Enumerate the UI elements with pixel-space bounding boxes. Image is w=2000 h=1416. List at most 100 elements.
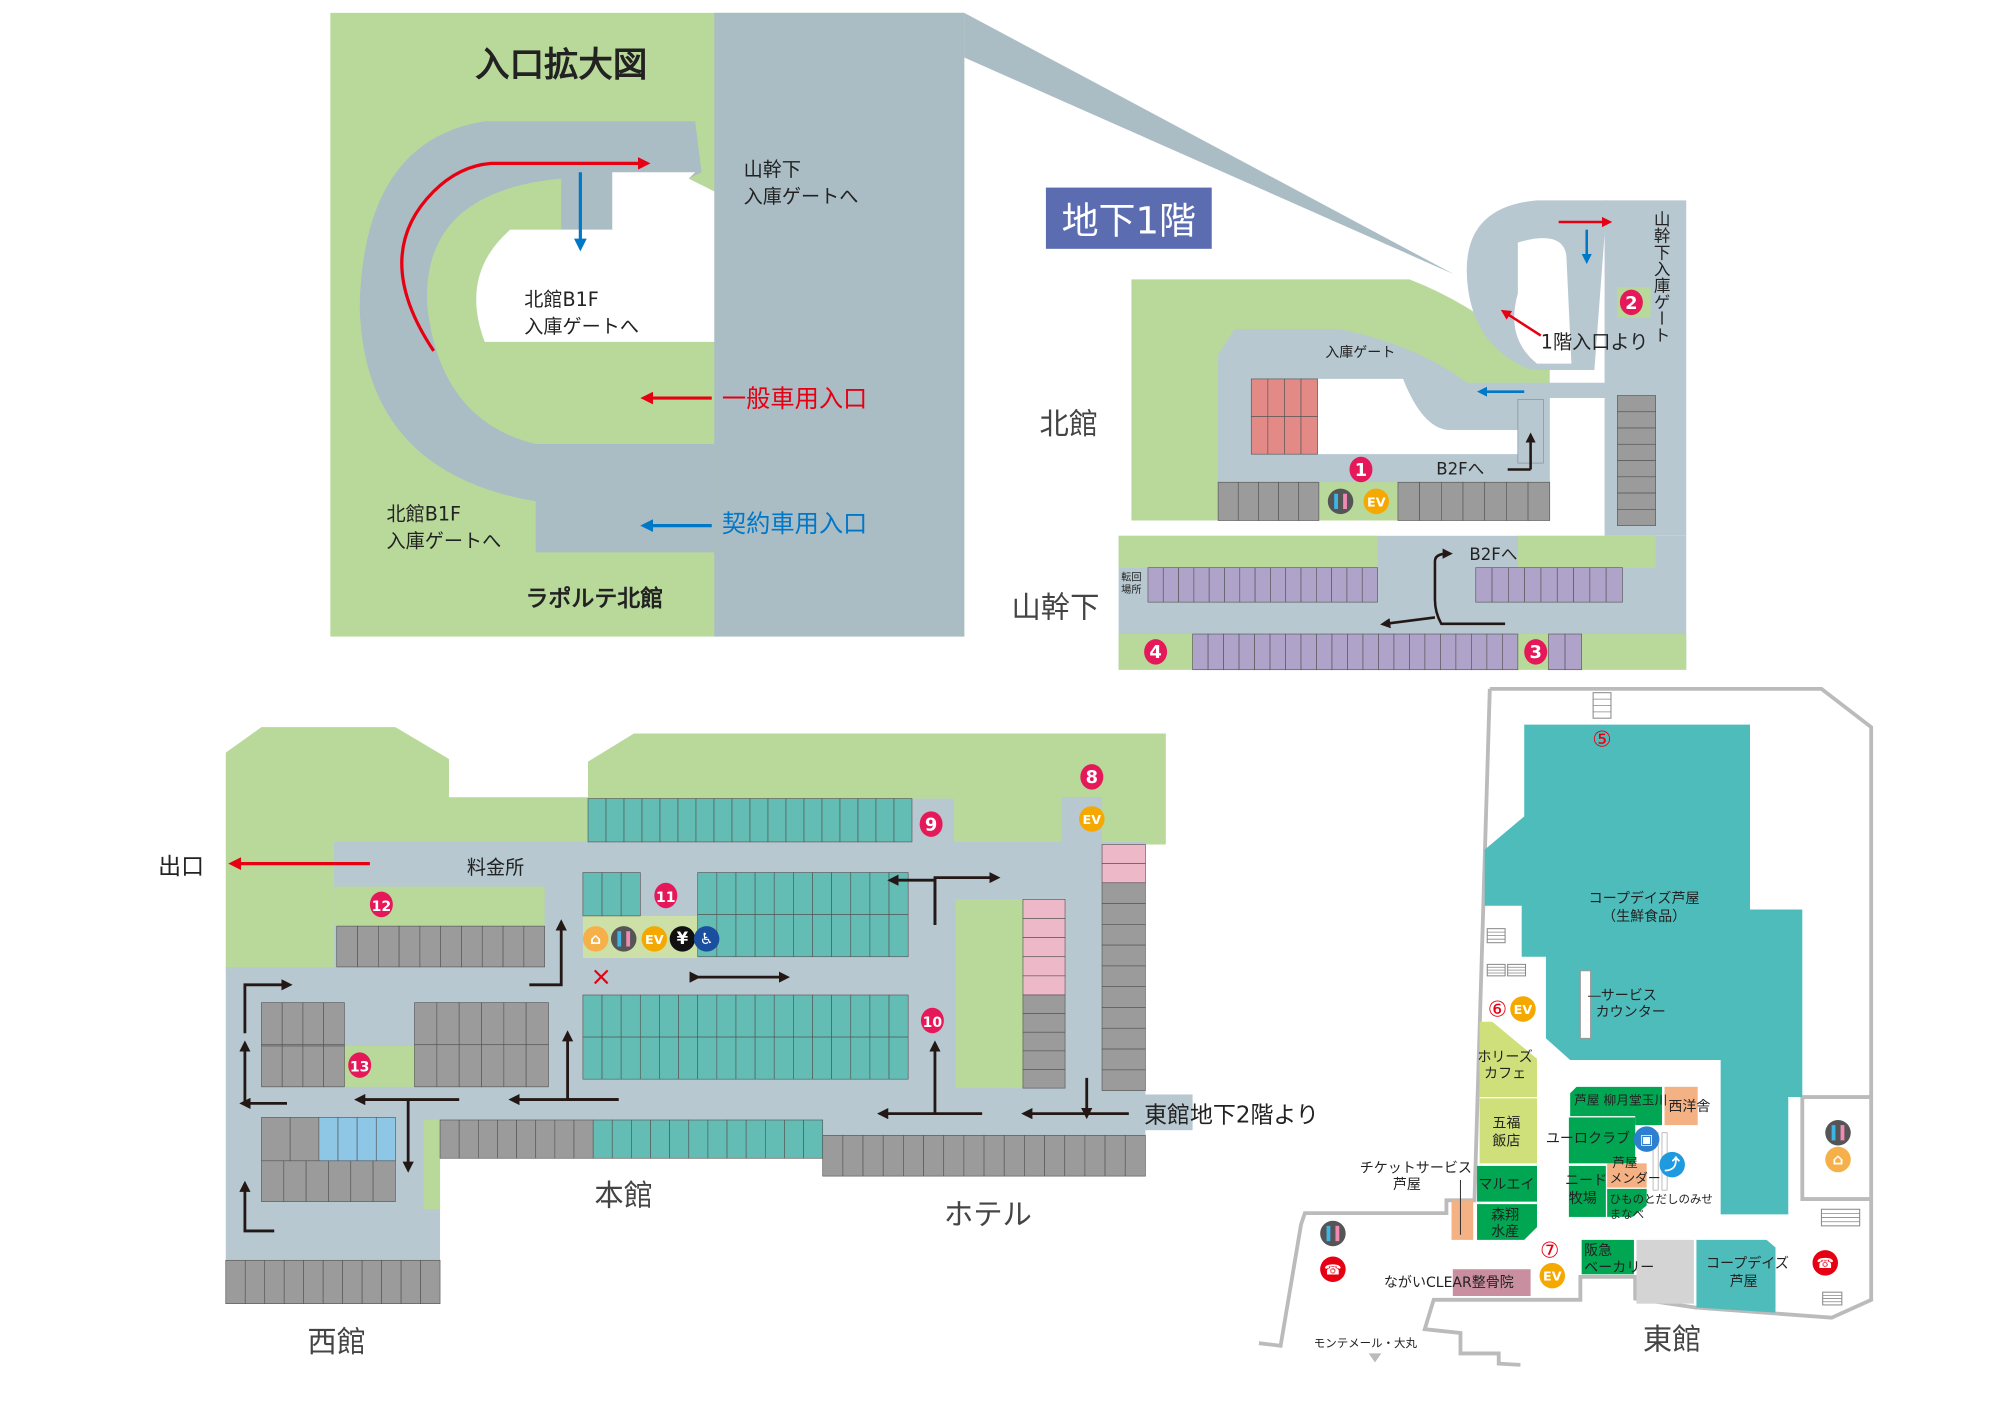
east-outline-west bbox=[1258, 688, 1492, 1348]
turnaround-label-2: 場所 bbox=[1121, 583, 1141, 596]
to-b2f-label-2: B2Fへ bbox=[1469, 545, 1517, 564]
parking-space bbox=[735, 1036, 756, 1080]
shop-gofuku[interactable] bbox=[1479, 1098, 1537, 1164]
wheelchair-icon: ♿ bbox=[693, 926, 720, 952]
green-strip bbox=[1118, 535, 1378, 568]
direction-arrow bbox=[239, 1180, 275, 1233]
parking-space bbox=[481, 925, 504, 968]
marker-number: 1 bbox=[1355, 460, 1367, 481]
restroom-icon bbox=[1320, 1220, 1346, 1247]
location-marker-12[interactable]: 12 bbox=[369, 891, 393, 918]
parking-space bbox=[850, 994, 871, 1038]
location-marker-13[interactable]: 13 bbox=[348, 1052, 372, 1078]
parking-space bbox=[1064, 1134, 1086, 1177]
parking-space bbox=[1378, 633, 1395, 671]
location-marker-4[interactable]: 4 bbox=[1144, 639, 1168, 665]
ticket-service-booth[interactable] bbox=[1451, 1200, 1474, 1240]
location-marker-9[interactable]: 9 bbox=[919, 811, 943, 837]
seiyosha-label: 西洋舎 bbox=[1668, 1099, 1710, 1115]
floor-title: 地下1階 bbox=[1062, 200, 1196, 243]
parking-space bbox=[716, 872, 737, 915]
shop-himono-manabe[interactable] bbox=[1607, 1188, 1647, 1217]
shop-marue[interactable] bbox=[1477, 1165, 1537, 1202]
general-route-arrow bbox=[1500, 309, 1542, 337]
parking-space bbox=[1617, 427, 1656, 445]
inset-island bbox=[476, 172, 715, 342]
label-north-b1f-2b: 入庫ゲートへ bbox=[386, 529, 501, 552]
parking-space bbox=[1346, 567, 1363, 603]
from-1f-entrance-label: 1階入口より bbox=[1541, 330, 1648, 353]
parking-space bbox=[1101, 944, 1146, 967]
escalator-icon-glyph: ⤴ bbox=[1665, 1156, 1681, 1174]
parking-space bbox=[793, 914, 813, 958]
location-marker-8[interactable]: 8 bbox=[1080, 764, 1104, 790]
location-marker-5[interactable]: ⑤ bbox=[1592, 727, 1611, 752]
shop-coop-days-ashiya[interactable] bbox=[1696, 1239, 1776, 1313]
from-east-b2-label: 東館地下2階より bbox=[1144, 1103, 1319, 1129]
parking-space bbox=[716, 1036, 737, 1080]
parking-space bbox=[516, 1119, 537, 1159]
location-marker-3[interactable]: 3 bbox=[1524, 639, 1548, 665]
shop-hankyu-bakery[interactable] bbox=[1581, 1239, 1634, 1275]
direction-arrow bbox=[561, 1030, 619, 1101]
parking-space bbox=[754, 872, 775, 915]
service-counter-label-1: サービス bbox=[1601, 988, 1657, 1004]
toll-booth-label: 料金所 bbox=[467, 856, 524, 879]
location-marker-2[interactable]: 2 bbox=[1619, 289, 1643, 316]
shop-holys-cafe[interactable] bbox=[1479, 1021, 1537, 1098]
escalator-icon-circle bbox=[1659, 1151, 1685, 1178]
parking-space bbox=[639, 1036, 660, 1080]
shop-nagai-clear[interactable] bbox=[1452, 1269, 1531, 1297]
to-b2f-label-1: B2Fへ bbox=[1436, 460, 1484, 479]
gofuku-label-2: 飯店 bbox=[1492, 1133, 1520, 1150]
marker-circle bbox=[1144, 639, 1168, 665]
restroom-icon-circle bbox=[610, 926, 637, 952]
parking-space bbox=[582, 1036, 603, 1080]
need-farm-label-1: ニード bbox=[1565, 1173, 1607, 1189]
elevator-icon-circle bbox=[641, 926, 668, 952]
parking-space bbox=[281, 1002, 304, 1046]
phone-icon-circle bbox=[1812, 1250, 1839, 1276]
coop-days-fresh-area bbox=[1484, 724, 1803, 1215]
marker-circle bbox=[1524, 639, 1548, 665]
location-marker-1[interactable]: 1 bbox=[1349, 456, 1373, 483]
marker-number: 8 bbox=[1086, 767, 1098, 788]
shop-need-farm[interactable] bbox=[1568, 1165, 1606, 1217]
parking-space bbox=[869, 872, 890, 915]
restroom-male bbox=[1831, 1125, 1836, 1141]
parking-space bbox=[1258, 481, 1279, 521]
coop-fresh-label-1: コープデイズ芦屋 bbox=[1589, 890, 1700, 907]
shop-ashiya-mender[interactable] bbox=[1607, 1163, 1647, 1188]
himono-label-1: ひものとだしのみせ bbox=[1610, 1192, 1713, 1206]
location-marker-10[interactable]: 10 bbox=[920, 1007, 944, 1034]
elevator-icon: EV bbox=[1539, 1262, 1566, 1289]
parking-space bbox=[283, 1160, 307, 1202]
location-marker-7[interactable]: ⑦ bbox=[1540, 1239, 1559, 1264]
location-marker-11[interactable]: 11 bbox=[654, 882, 678, 909]
parking-space bbox=[631, 1119, 651, 1159]
shop-morisho[interactable] bbox=[1477, 1204, 1537, 1240]
shop-euro-club[interactable] bbox=[1568, 1117, 1636, 1164]
service-counter bbox=[1579, 970, 1592, 1039]
parking-space bbox=[361, 1259, 382, 1304]
location-marker-6[interactable]: ⑥ bbox=[1488, 998, 1507, 1023]
shop-seiyosha[interactable] bbox=[1664, 1086, 1698, 1126]
east-outline bbox=[1422, 686, 1874, 1367]
label-to-sankan-gate-1: 山幹下 bbox=[744, 158, 801, 181]
escalator-icon: ⤴ bbox=[1659, 1151, 1685, 1178]
marker-number: 2 bbox=[1625, 293, 1637, 314]
parking-space bbox=[620, 1036, 641, 1080]
parking-space bbox=[503, 1002, 527, 1046]
parking-space bbox=[336, 925, 358, 968]
elevator-icon: EV bbox=[641, 926, 668, 952]
parking-space bbox=[302, 1002, 324, 1046]
parking-space bbox=[943, 1134, 965, 1177]
shop-ryugetsudo[interactable] bbox=[1570, 1086, 1662, 1126]
parking-space bbox=[1208, 567, 1225, 603]
parking-space bbox=[803, 1119, 824, 1159]
parking-space bbox=[1278, 481, 1300, 521]
parking-space bbox=[620, 994, 641, 1038]
parking-space bbox=[784, 1119, 804, 1159]
parking-space bbox=[983, 1134, 1005, 1177]
marker-circle bbox=[920, 1007, 944, 1034]
